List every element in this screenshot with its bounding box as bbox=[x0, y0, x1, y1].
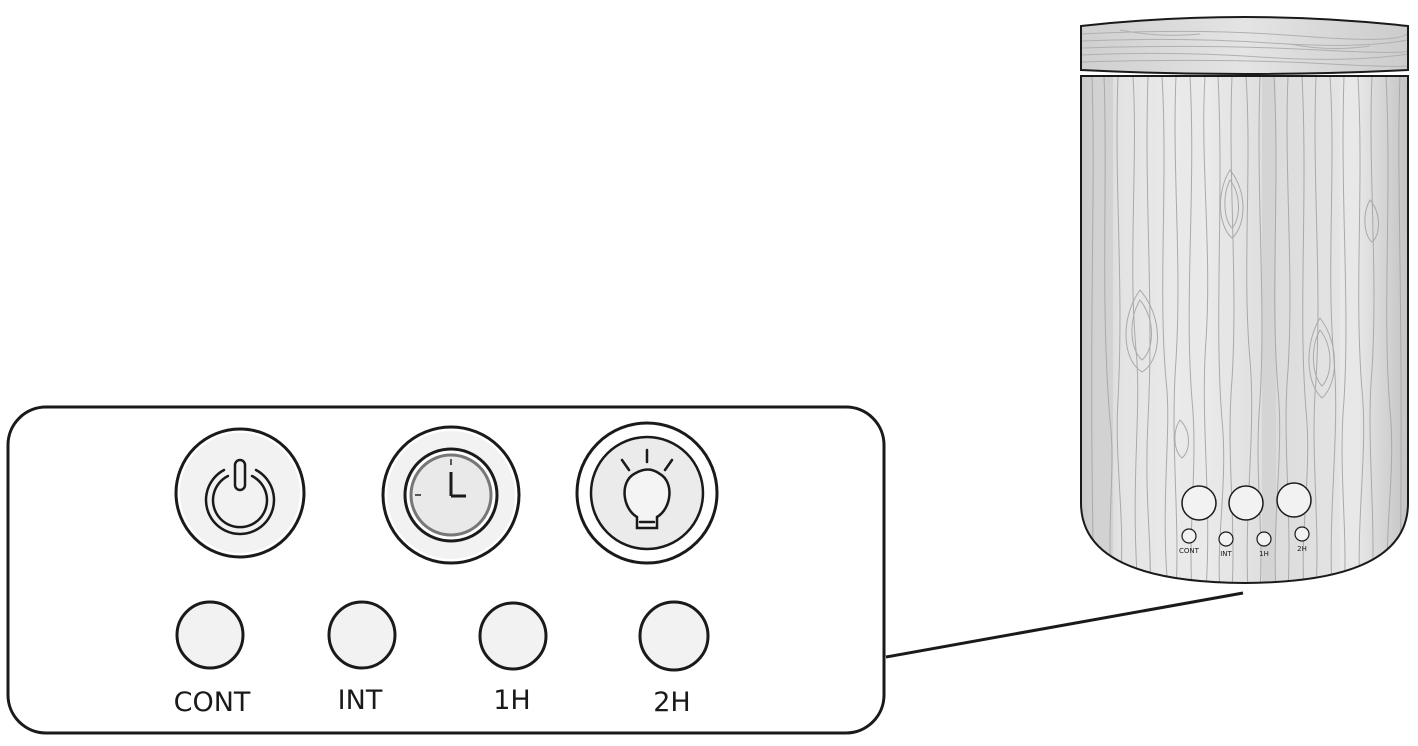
device-indicator-cont bbox=[1181, 528, 1197, 544]
diffuser-device: CONT INT 1H 2H bbox=[1080, 16, 1409, 585]
device-label-2h: 2H bbox=[1297, 545, 1307, 553]
device-indicator-1h bbox=[1256, 531, 1272, 547]
indicator-1h bbox=[478, 601, 548, 671]
callout-line bbox=[885, 591, 1244, 659]
device-indicator-2h bbox=[1294, 526, 1310, 542]
device-timer-button[interactable] bbox=[1228, 485, 1264, 521]
label-1h: 1H bbox=[493, 685, 530, 716]
light-button[interactable] bbox=[575, 421, 719, 565]
control-panel: CONT INT 1H 2H bbox=[6, 405, 886, 735]
light-bulb-icon bbox=[620, 448, 674, 530]
device-label-int: INT bbox=[1220, 550, 1232, 558]
label-2h: 2H bbox=[653, 687, 690, 718]
device-power-button[interactable] bbox=[1181, 485, 1217, 521]
device-indicator-lights: CONT INT 1H 2H bbox=[1179, 526, 1310, 558]
device-light-button[interactable] bbox=[1276, 482, 1312, 518]
clock-icon bbox=[403, 447, 499, 543]
device-lid bbox=[1080, 16, 1409, 75]
indicator-2h bbox=[638, 600, 710, 672]
device-indicator-int bbox=[1218, 531, 1234, 547]
label-cont: CONT bbox=[174, 687, 251, 718]
power-icon bbox=[204, 458, 276, 536]
label-int: INT bbox=[338, 685, 383, 716]
indicator-int bbox=[327, 600, 397, 670]
power-button[interactable] bbox=[174, 427, 306, 559]
device-control-buttons bbox=[1181, 482, 1312, 521]
indicator-cont bbox=[175, 600, 245, 670]
device-label-cont: CONT bbox=[1179, 547, 1200, 555]
device-body bbox=[1080, 75, 1409, 585]
timer-button[interactable] bbox=[381, 425, 521, 565]
device-label-1h: 1H bbox=[1259, 550, 1269, 558]
